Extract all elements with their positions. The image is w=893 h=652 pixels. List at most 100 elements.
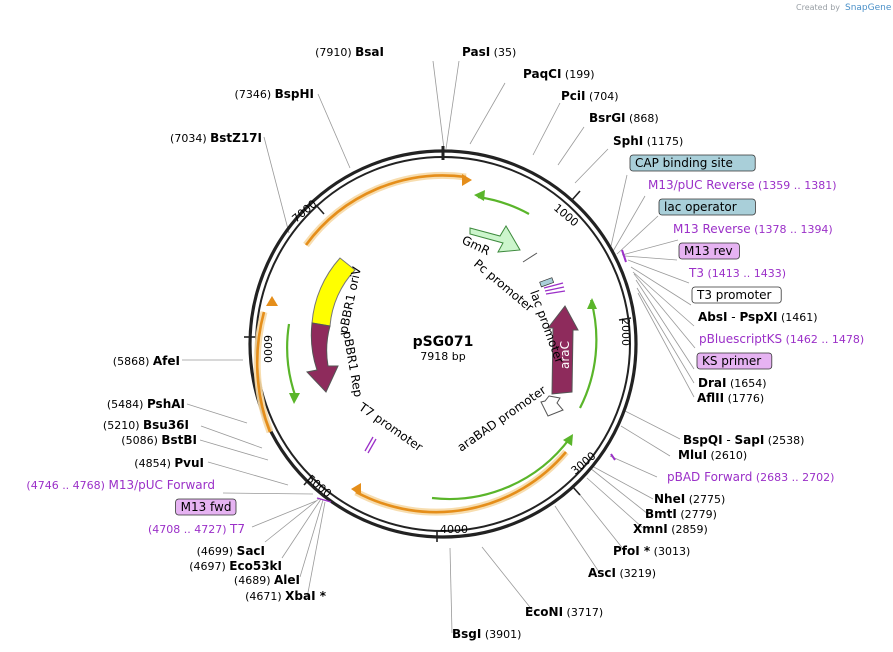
pbbr1-rep-feature (306, 322, 339, 393)
enzyme-position: (2538) (764, 434, 804, 447)
enzyme-label-bsrgi: BsrGI (868) (589, 111, 659, 125)
enzyme-name: BstBI (161, 433, 197, 447)
feature-name: T3 promoter (696, 288, 772, 302)
pbbr1-rep-label: pBBR1 Rep (340, 330, 365, 398)
enzyme-name: PaqCI (523, 67, 561, 81)
enzyme-name: Eco53kI (229, 559, 282, 573)
enzyme-name: AscI (588, 566, 616, 580)
enzyme-name: AflII (697, 391, 724, 405)
enzyme-position: (2775) (685, 493, 725, 506)
lac-region-marks (522, 252, 566, 295)
primer-label: pBAD Forward (2683 .. 2702) (667, 470, 834, 484)
enzyme-position: (4671) (245, 590, 285, 603)
enzyme-label-asci: AscI (3219) (588, 566, 656, 580)
primer-label: (4708 .. 4727) T7 (148, 522, 245, 536)
enzyme-position: (1776) (724, 392, 764, 405)
enzyme-position: (4854) (134, 457, 174, 470)
feature-pbluescriptks: pBluescriptKS (1462 .. 1478) (699, 332, 864, 346)
enzyme-position: (5868) (113, 355, 153, 368)
enzyme-name: AbsI (698, 310, 727, 324)
enzyme-position: (3717) (563, 606, 603, 619)
enzyme-label-alei: (4689) AleI (234, 573, 300, 587)
feature-ks-primer: KS primer (696, 352, 773, 370)
primer-label: T3 (1413 .. 1433) (688, 266, 786, 280)
feature-t3: T3 (1413 .. 1433) (688, 266, 786, 280)
feature-cap-binding-site: CAP binding site (629, 154, 756, 172)
feature-name: M13 rev (684, 244, 733, 258)
green-arrowhead-3 (563, 434, 573, 446)
enzyme-position: (704) (586, 90, 619, 103)
enzyme-label-bsphi: (7346) BspHI (235, 87, 314, 101)
primer-label: M13/pUC Reverse (1359 .. 1381) (648, 178, 837, 192)
enzyme-label-pasi: PasI (35) (462, 45, 516, 59)
primer-position: (1378 .. 1394) (751, 223, 833, 236)
orange-features (253, 171, 569, 516)
leader-lines (182, 60, 696, 634)
enzyme-position: (5484) (107, 398, 147, 411)
tick-label-5000: 5000 (304, 472, 334, 500)
primer-label: pBluescriptKS (1462 .. 1478) (699, 332, 864, 346)
enzyme-position: (35) (490, 46, 516, 59)
enzyme-name: PciI (561, 89, 586, 103)
enzyme-label-bsgi: BsgI (3901) (452, 627, 521, 641)
enzyme-position: (3013) (650, 545, 690, 558)
tick-label-2000: 2000 (619, 318, 632, 346)
enzyme-label-nhei: NheI (2775) (654, 492, 725, 506)
feature-box (696, 352, 773, 370)
enzyme-name: BsgI (452, 627, 481, 641)
enzyme-label-bsai: (7910) BsaI (315, 45, 384, 59)
t7-promoter-label: T7 promoter (355, 399, 425, 454)
feature-m13-puc-reverse: M13/pUC Reverse (1359 .. 1381) (648, 178, 837, 192)
primer-name: M13 Reverse (673, 222, 751, 236)
feature-pbad-forward: pBAD Forward (2683 .. 2702) (667, 470, 834, 484)
feature-name: lac operator (664, 200, 737, 214)
enzyme-label-bsu36i: (5210) Bsu36I (103, 418, 189, 432)
enzyme-label-mlui: MluI (2610) (678, 448, 747, 462)
primer-label: M13 Reverse (1378 .. 1394) (673, 222, 833, 236)
scale-ticks (244, 190, 632, 542)
enzyme-label-xbai: (4671) XbaI * (245, 589, 327, 603)
enzyme-name: PshAI (147, 397, 185, 411)
arac-feature (546, 305, 579, 395)
feature-m13-rev: M13 rev (678, 242, 740, 260)
enzyme-name: PvuI (174, 456, 204, 470)
orange-arrowhead-bottom (351, 483, 361, 496)
feature-t7: (4708 .. 4727) T7 (148, 522, 245, 536)
feature-m13-puc-forward: (4746 .. 4768) M13/pUC Forward (26, 478, 215, 492)
enzyme-name: XbaI * (285, 589, 327, 603)
t7-region-marks (316, 436, 377, 503)
green-features (286, 195, 598, 501)
primer-name: T7 (229, 522, 245, 536)
enzyme-name: SacI (237, 544, 265, 558)
enzyme-name: BspQI (683, 433, 723, 447)
enzyme-name: AfeI (153, 354, 180, 368)
feature-box (658, 198, 756, 216)
enzyme-position: (1654) (726, 377, 766, 390)
primer-position: (1462 .. 1478) (782, 333, 864, 346)
enzyme-position: (4697) (189, 560, 229, 573)
gmr-feature (469, 225, 521, 253)
enzyme-name: BsaI (355, 45, 384, 59)
pc-promoter-label: Pc promoter (471, 257, 536, 315)
green-arrowhead-2 (587, 298, 597, 309)
primer-position: (4746 .. 4768) (26, 479, 108, 492)
enzyme-label-pvui: (4854) PvuI (134, 456, 204, 470)
enzyme-label-pfoi: PfoI * (3013) (613, 544, 690, 558)
feature-box (691, 286, 782, 304)
enzyme-separator: - (727, 310, 739, 324)
enzyme-label-aflii: AflII (1776) (697, 391, 764, 405)
enzyme-position: (3219) (616, 567, 656, 580)
plasmid-name: pSG071 (413, 334, 474, 350)
primer-position: (1359 .. 1381) (755, 179, 837, 192)
feature-m13-reverse: M13 Reverse (1378 .. 1394) (673, 222, 833, 236)
enzyme-position: (7346) (235, 88, 275, 101)
enzyme-label-afei: (5868) AfeI (113, 354, 180, 368)
enzyme-name: DraI (698, 376, 726, 390)
enzyme-position: (1461) (778, 311, 818, 324)
enzyme-label-bstz17i: (7034) BstZ17I (170, 131, 262, 145)
enzyme-name: MluI (678, 448, 707, 462)
enzyme-label-saci: (4699) SacI (197, 544, 265, 558)
enzyme-position: (2779) (677, 508, 717, 521)
